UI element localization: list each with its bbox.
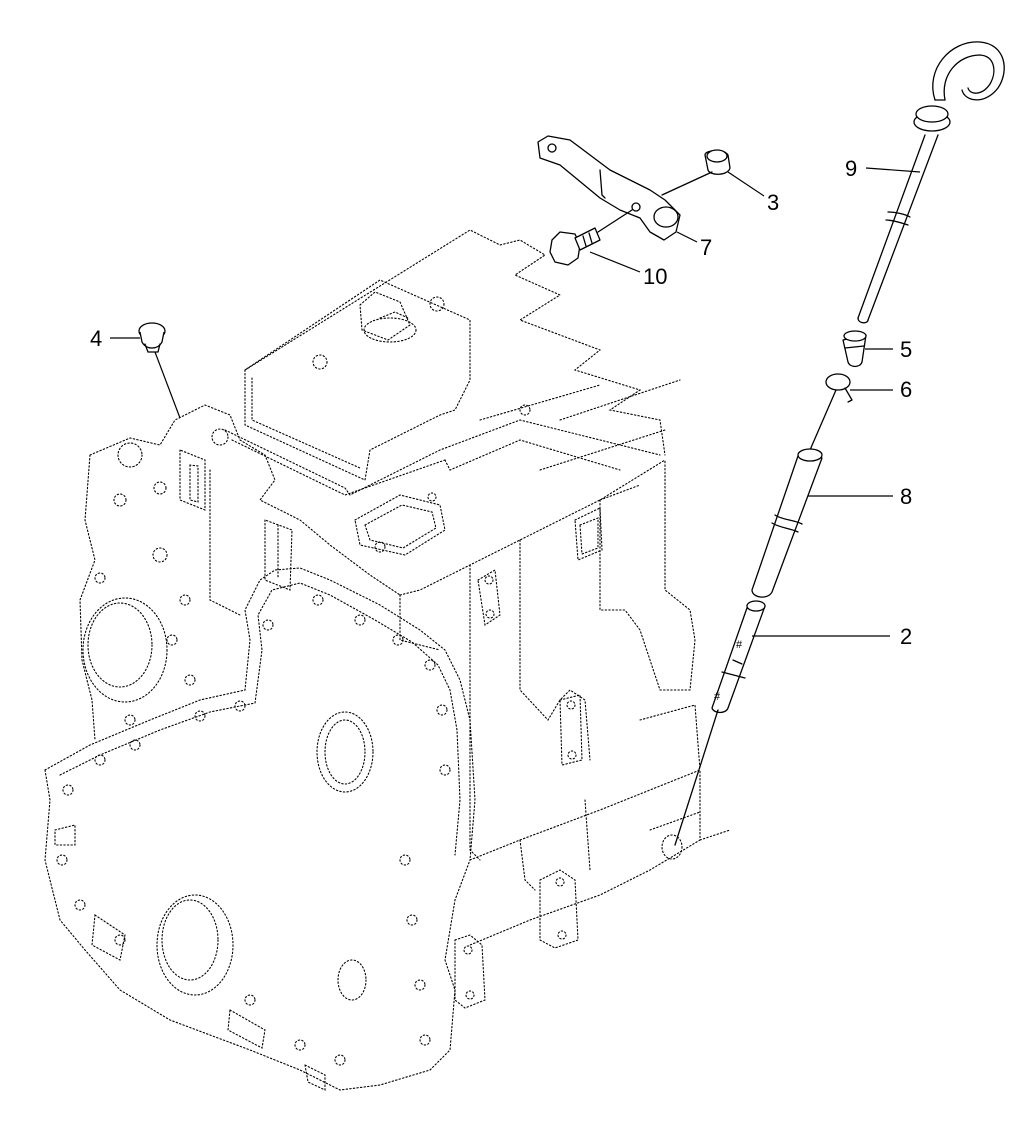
dipstick-assembly: # # bbox=[674, 41, 1005, 846]
callout-10: 10 bbox=[643, 264, 667, 289]
leader-7 bbox=[676, 231, 698, 243]
bracket-assembly bbox=[537, 135, 731, 266]
engine-block bbox=[44, 229, 731, 1091]
lower-guide-tube bbox=[711, 604, 766, 714]
svg-text:#: # bbox=[714, 691, 721, 703]
leader-10 bbox=[589, 251, 641, 273]
upper-guide-tube bbox=[751, 455, 823, 598]
callout-5: 5 bbox=[900, 337, 912, 362]
clip-ring bbox=[825, 373, 851, 391]
callout-9: 9 bbox=[845, 156, 857, 181]
callout-2: 2 bbox=[900, 624, 912, 649]
leader-lines bbox=[110, 167, 921, 637]
bolt bbox=[549, 231, 581, 266]
leader-3 bbox=[727, 171, 765, 197]
callout-7: 7 bbox=[700, 235, 712, 260]
callout-labels: 2 3 4 5 6 7 8 9 10 bbox=[90, 156, 912, 649]
leader-4b bbox=[154, 351, 181, 419]
leader-9 bbox=[865, 167, 921, 173]
dipstick-blade bbox=[857, 134, 926, 319]
callout-6: 6 bbox=[900, 377, 912, 402]
guide-tip bbox=[842, 334, 867, 368]
svg-text:#: # bbox=[736, 639, 743, 651]
callout-8: 8 bbox=[900, 484, 912, 509]
dipstick-handle-loop bbox=[932, 41, 1005, 101]
bracket bbox=[537, 135, 681, 241]
callout-3: 3 bbox=[767, 190, 779, 215]
plug bbox=[138, 322, 166, 353]
callout-4: 4 bbox=[90, 326, 102, 351]
